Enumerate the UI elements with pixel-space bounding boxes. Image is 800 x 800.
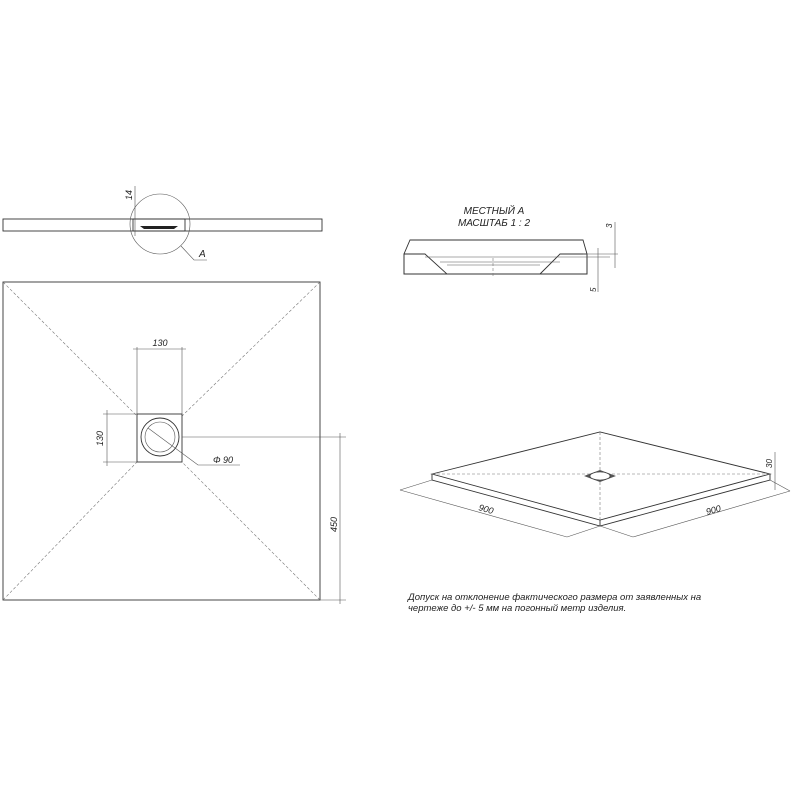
iso-thickness: 30 — [765, 459, 774, 468]
iso-length-right: 900 — [705, 503, 722, 517]
detail-circle — [129, 193, 191, 255]
section-height-dim: 14 — [124, 190, 134, 200]
detail-dim-top: 3 — [605, 223, 614, 228]
detail-a-view: МЕСТНЫЙ А МАСШТАБ 1 : 2 3 5 — [403, 204, 618, 292]
tolerance-note-line1: Допуск на отклонение фактического размер… — [407, 592, 701, 603]
iso-length-left: 900 — [477, 502, 494, 516]
drain-section — [140, 226, 178, 229]
drain-width-dim: 130 — [152, 338, 167, 348]
detail-scale: МАСШТАБ 1 : 2 — [458, 218, 530, 229]
top-view: 130 130 Φ 90 450 — [2, 281, 346, 604]
detail-callout-label: A — [198, 249, 206, 260]
section-view: 14 A — [2, 186, 323, 261]
tolerance-note-line2: чертеже до +/- 5 мм на погонный метр изд… — [408, 603, 626, 614]
detail-title: МЕСТНЫЙ А — [464, 204, 525, 217]
isometric-view: 900 900 30 — [399, 431, 791, 538]
drain-height-dim: 130 — [95, 431, 105, 446]
half-size-dim: 450 — [329, 517, 339, 532]
detail-dim-bottom: 5 — [589, 287, 598, 292]
drain-diameter-dim: Φ 90 — [213, 455, 233, 465]
drain-box — [136, 413, 183, 463]
